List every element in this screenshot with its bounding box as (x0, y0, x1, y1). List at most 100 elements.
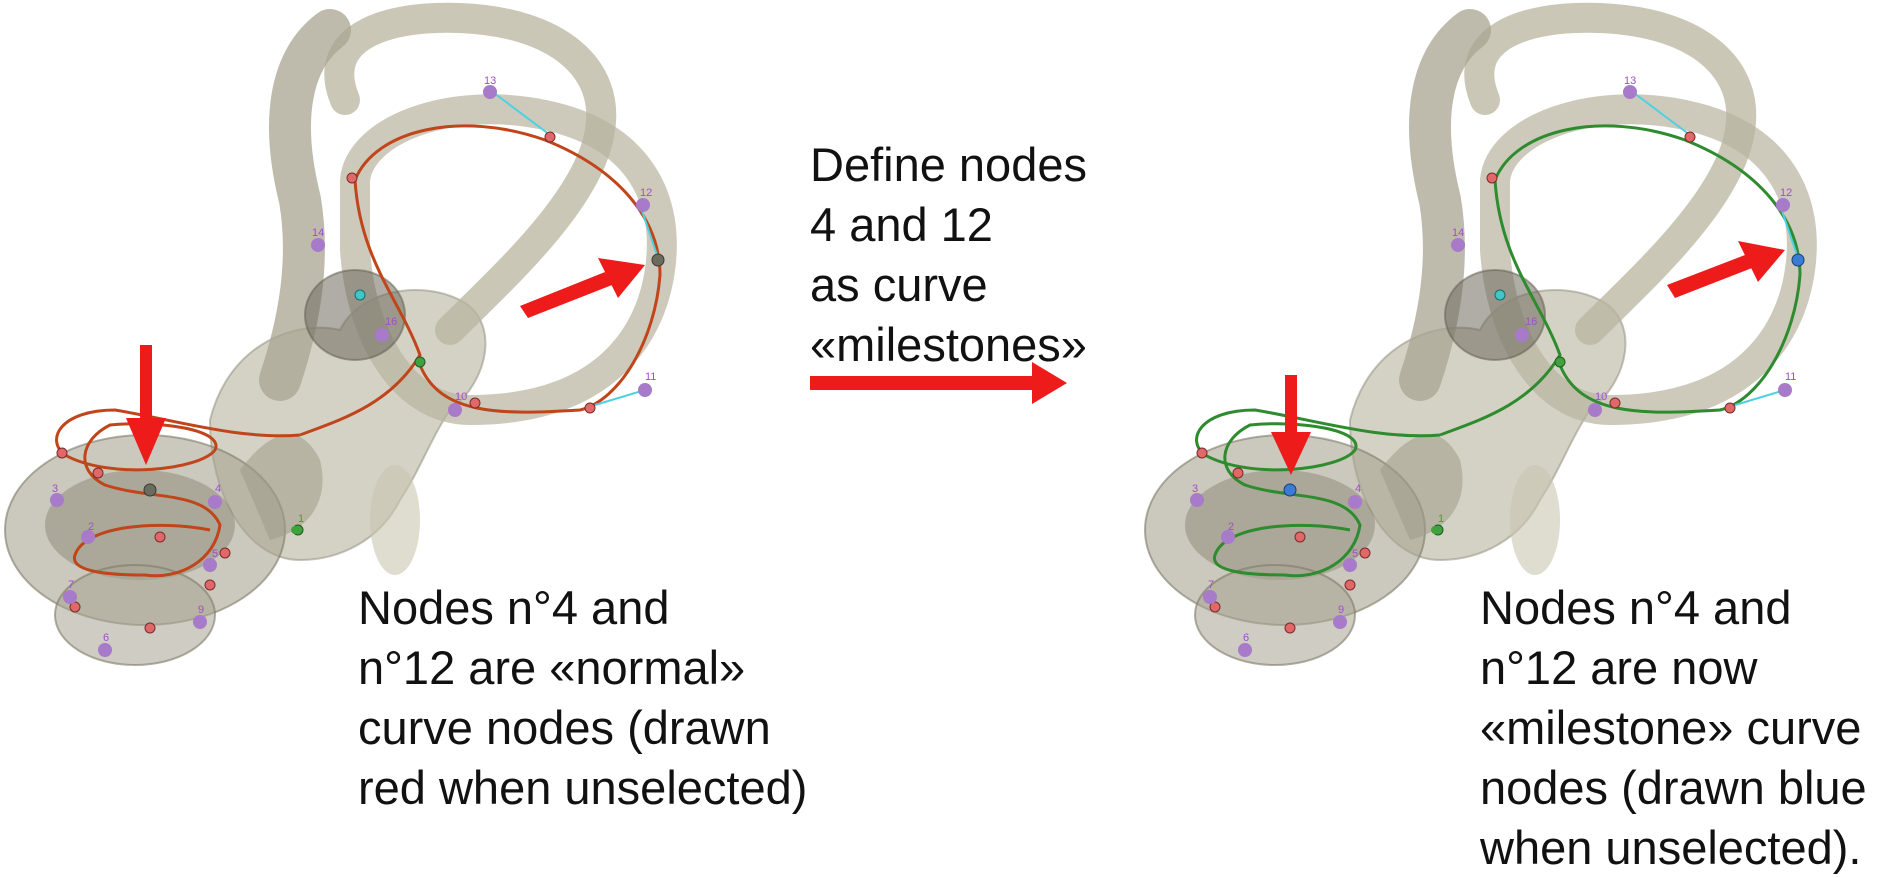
curve-node-12-normal[interactable] (651, 253, 665, 267)
curve-node-green[interactable] (1554, 356, 1566, 368)
curve-node[interactable] (1284, 622, 1296, 634)
left-caption-line: Nodes n°4 and (358, 581, 670, 634)
curve-node-4-milestone[interactable] (1283, 483, 1297, 497)
landmark-12 (1776, 198, 1790, 212)
common-crus (259, 9, 351, 401)
right-caption: Nodes n°4 and n°12 are now «milestone» c… (1480, 578, 1867, 878)
curve-node[interactable] (1196, 447, 1208, 459)
inner-ear-model-after: 13 12 14 16 11 10 3 4 2 7 5 6 9 1 (1144, 2, 1817, 666)
landmark-label: 12 (1780, 187, 1792, 199)
curve-before (55, 124, 662, 578)
curve-node[interactable] (204, 579, 216, 591)
curve-node[interactable] (1209, 601, 1221, 613)
landmark-3 (50, 493, 64, 507)
landmark-label: 13 (484, 75, 496, 87)
curve-node-cyan[interactable] (1494, 289, 1506, 301)
curve-node[interactable] (1609, 397, 1621, 409)
left-caption-line: red when unselected) (358, 761, 808, 814)
landmark-3 (1190, 493, 1204, 507)
landmark-11 (1778, 383, 1792, 397)
landmark-label: 5 (212, 548, 218, 560)
arrow-to-node-12-left (520, 258, 645, 318)
landmark-label: 16 (1525, 316, 1537, 328)
inner-ear-model-before: 13 12 14 16 11 10 3 4 2 7 5 6 9 1 (4, 2, 677, 666)
curve-after (1195, 124, 1802, 578)
landmark-label: 3 (52, 483, 58, 495)
landmark-label: 7 (68, 579, 74, 591)
curve-node-green[interactable] (414, 356, 426, 368)
oval-window (370, 465, 420, 575)
left-caption: Nodes n°4 and n°12 are «normal» curve no… (358, 578, 807, 818)
curve-node[interactable] (92, 467, 104, 479)
center-caption-line: as curve (810, 258, 988, 311)
landmark-label: 13 (1624, 75, 1636, 87)
landmark-label: 9 (1338, 604, 1344, 616)
landmark-7 (63, 590, 77, 604)
landmark-6 (1238, 643, 1252, 657)
curve-node[interactable] (544, 131, 556, 143)
landmark-1 (1431, 526, 1439, 534)
curve-node[interactable] (469, 397, 481, 409)
landmark-link-13 (489, 89, 551, 136)
landmark-label: 1 (1438, 513, 1444, 525)
landmark-16 (375, 328, 389, 342)
left-caption-line: curve nodes (drawn (358, 701, 771, 754)
landmark-9 (193, 615, 207, 629)
curve-node-12-milestone[interactable] (1791, 253, 1805, 267)
center-caption: Define nodes 4 and 12 as curve «mileston… (810, 135, 1087, 375)
arrow-to-node-4-left (126, 345, 166, 465)
posterior-canal (324, 2, 617, 345)
cochlea-neck (240, 434, 323, 540)
curve-node[interactable] (584, 402, 596, 414)
curve-node[interactable] (1232, 467, 1244, 479)
landmark-label: 12 (640, 187, 652, 199)
landmarks-before (50, 85, 652, 657)
landmark-label: 14 (1452, 227, 1464, 239)
cochlea-lower (54, 564, 216, 666)
curve-node[interactable] (69, 601, 81, 613)
curve-node[interactable] (154, 531, 166, 543)
left-caption-line: n°12 are «normal» (358, 641, 746, 694)
curve-node[interactable] (1486, 172, 1498, 184)
center-caption-line: 4 and 12 (810, 198, 993, 251)
landmark-16 (1515, 328, 1529, 342)
curve-node-4-normal[interactable] (143, 483, 157, 497)
landmark-link-13 (1629, 89, 1691, 136)
cochlea-lower (1194, 564, 1356, 666)
landmark-label: 7 (1208, 579, 1214, 591)
landmark-label: 10 (455, 391, 467, 403)
arrow-to-node-12-right (1667, 241, 1785, 298)
landmark-13 (1623, 85, 1637, 99)
curve-node[interactable] (56, 447, 68, 459)
landmark-4 (1348, 495, 1362, 509)
curve-node[interactable] (1359, 547, 1371, 559)
curve-node[interactable] (219, 547, 231, 559)
landmark-labels-after: 13 12 14 16 11 10 3 4 2 7 5 6 9 1 (1192, 75, 1796, 644)
curve-node[interactable] (144, 622, 156, 634)
right-caption-line: when unselected). (1480, 821, 1862, 874)
curve-node[interactable] (1724, 402, 1736, 414)
curve-node-cyan[interactable] (354, 289, 366, 301)
landmark-10 (448, 403, 462, 417)
landmarks-after (1190, 85, 1792, 657)
landmark-9 (1333, 615, 1347, 629)
landmark-2 (1221, 530, 1235, 544)
landmark-label: 4 (1355, 483, 1361, 495)
landmark-label: 5 (1352, 548, 1358, 560)
curve-node[interactable] (1344, 579, 1356, 591)
landmark-13 (483, 85, 497, 99)
curve-node[interactable] (1294, 531, 1306, 543)
transition-arrow (810, 362, 1067, 404)
landmark-label: 2 (88, 521, 94, 533)
curve-node[interactable] (1684, 131, 1696, 143)
landmark-label: 1 (298, 513, 304, 525)
landmark-label: 14 (312, 227, 324, 239)
landmark-14 (311, 238, 325, 252)
landmark-labels-before: 13 12 14 16 11 10 3 4 2 7 5 6 9 1 (52, 75, 656, 644)
arrow-to-node-4-right (1271, 375, 1311, 475)
landmark-label: 2 (1228, 521, 1234, 533)
landmark-link-12 (639, 204, 659, 259)
right-caption-line: «milestone» curve (1480, 701, 1862, 754)
curve-node[interactable] (346, 172, 358, 184)
landmark-5 (1343, 558, 1357, 572)
